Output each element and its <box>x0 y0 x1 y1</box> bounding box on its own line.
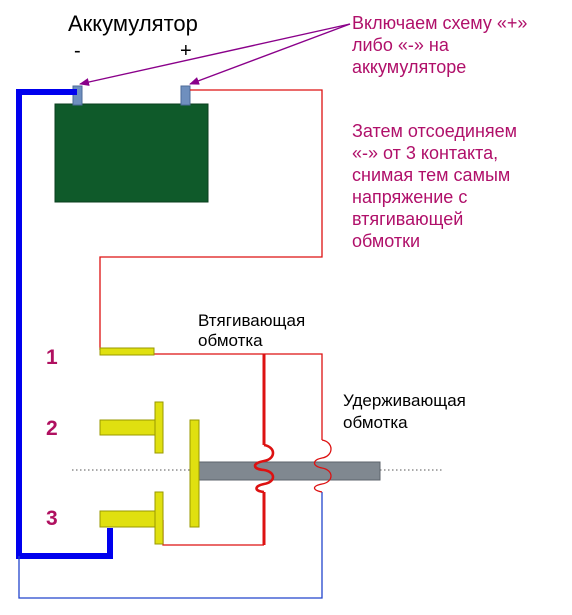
switch-note-line1: Включаем схему «+» <box>352 13 527 33</box>
plunger-rod <box>197 461 381 481</box>
contact-3-head <box>154 491 164 545</box>
hold-coil-ground-wire <box>18 492 323 599</box>
contact-number-3: 3 <box>46 507 58 530</box>
arrow-to-positive-terminal <box>189 23 351 85</box>
contact-number-2: 2 <box>46 417 58 440</box>
disconnect-note-line5: втягивающей <box>352 209 463 229</box>
pull-in-coil-label-line2: обмотка <box>198 331 263 350</box>
disconnect-note-line1: Затем отсоединяем <box>352 121 517 141</box>
battery-body <box>54 103 209 203</box>
battery-plus-sign: + <box>180 40 192 62</box>
contact-3-stem <box>99 510 156 528</box>
disconnect-note-line3: снимая тем самым <box>352 165 510 185</box>
moving-contact-plate <box>189 419 200 528</box>
pull-in-coil <box>253 443 275 494</box>
contact1-to-hold-coil-wire <box>154 353 323 440</box>
battery-positive-terminal <box>180 85 191 106</box>
contact-2-head <box>154 401 164 454</box>
contact-2-stem <box>99 419 156 436</box>
switch-note-line3: аккумуляторе <box>352 57 466 77</box>
battery-title: Аккумулятор <box>68 11 198 36</box>
contact-number-1: 1 <box>46 346 58 369</box>
battery-negative-terminal <box>72 85 83 106</box>
hold-coil-label-line1: Удерживающая <box>343 391 466 410</box>
arrow-to-negative-terminal <box>79 23 351 86</box>
disconnect-note-line4: напряжение с <box>352 187 467 207</box>
positive-wire <box>99 89 323 350</box>
contact-1-strip <box>99 347 155 356</box>
switch-note-line2: либо «-» на <box>352 35 450 55</box>
disconnect-note-line6: обмотки <box>352 231 420 251</box>
hold-coil <box>313 439 332 493</box>
pull-in-coil-to-contact3-wire <box>162 520 264 546</box>
pull-in-coil-label-line1: Втягивающая <box>198 311 305 330</box>
disconnect-note-line2: «-» от 3 контакта, <box>352 143 498 163</box>
hold-coil-label-line2: обмотка <box>343 413 408 432</box>
battery-minus-sign: - <box>74 40 81 62</box>
